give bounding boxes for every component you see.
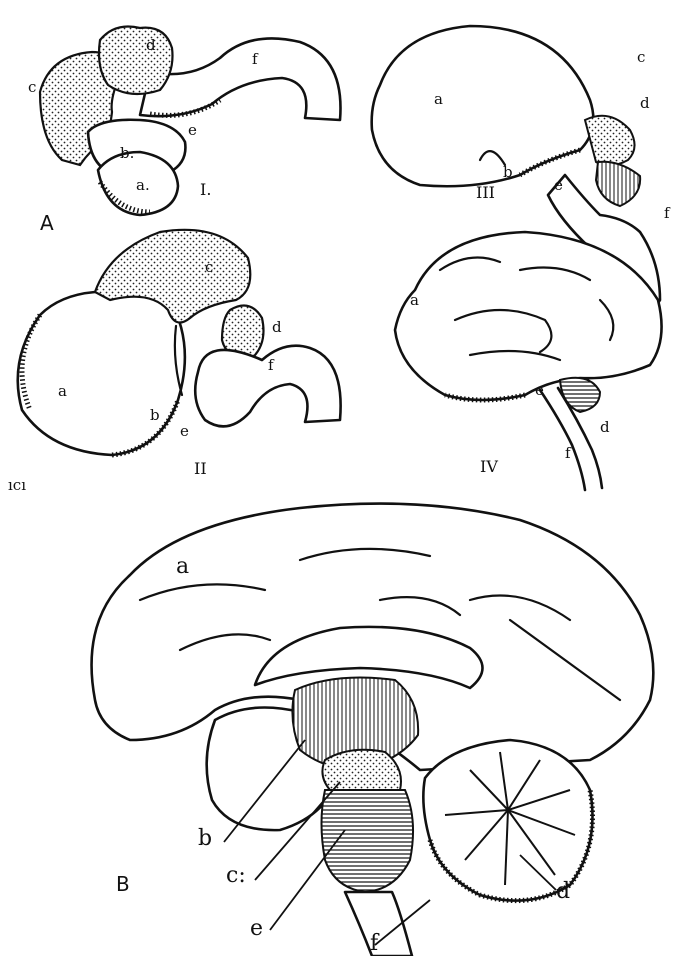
stage-4-label-d: d bbox=[600, 418, 610, 436]
panel-b-label-b: b bbox=[198, 826, 212, 851]
stage-1-label-d: d bbox=[146, 36, 156, 54]
stage-4-label-a: a bbox=[410, 291, 419, 309]
stage-3-label-c: c bbox=[637, 48, 645, 66]
stage-1-label-e: e bbox=[188, 121, 197, 139]
panel-b-label-a: a bbox=[176, 554, 189, 579]
stage-3-label-d: d bbox=[640, 94, 650, 112]
stage-2-label-c: c bbox=[205, 258, 213, 276]
panel-label-a: A bbox=[40, 211, 54, 235]
stage-1-label-c: c bbox=[28, 78, 36, 96]
stage-4-numeral: IV bbox=[480, 457, 498, 476]
stage-2-numeral: II bbox=[194, 459, 207, 478]
stage-2-label-b: b bbox=[150, 406, 160, 424]
stage-3-label-a: a bbox=[434, 90, 443, 108]
stage-1-region-d bbox=[99, 27, 173, 95]
scan-mark: ıcı bbox=[8, 476, 26, 494]
stage-3-label-e: e bbox=[554, 176, 563, 194]
stage-4-adult-brain-lateral bbox=[395, 232, 662, 490]
stage-2-label-d: d bbox=[272, 318, 282, 336]
panel-b-cerebellum-d bbox=[423, 740, 592, 901]
panel-b-label-c: c: bbox=[226, 863, 246, 888]
stage-4-cerebellum bbox=[560, 378, 600, 412]
stage-4-label-f: f bbox=[565, 444, 572, 462]
stage-2-label-e: e bbox=[180, 422, 189, 440]
stage-3-label-b: b bbox=[503, 163, 513, 181]
panel-b-midbrain-c bbox=[322, 750, 401, 790]
panel-b-pons-e bbox=[322, 790, 414, 892]
stage-2-label-a: a bbox=[58, 382, 67, 400]
stage-3-region-a bbox=[372, 26, 594, 186]
panel-b-label-d: d bbox=[556, 879, 570, 904]
stage-3-region-d bbox=[596, 162, 640, 206]
stage-3-numeral: III bbox=[476, 183, 495, 202]
stage-1-label-b: b. bbox=[120, 144, 134, 162]
stage-4-label-e: e bbox=[535, 381, 544, 399]
stage-1-numeral: I. bbox=[200, 180, 211, 199]
panel-b-label-e: e bbox=[250, 916, 263, 941]
stage-3-region-c bbox=[585, 116, 635, 166]
stage-3-label-f: f bbox=[664, 204, 671, 222]
panel-label-b: B bbox=[116, 872, 130, 896]
stage-1-label-a: a. bbox=[136, 176, 150, 194]
